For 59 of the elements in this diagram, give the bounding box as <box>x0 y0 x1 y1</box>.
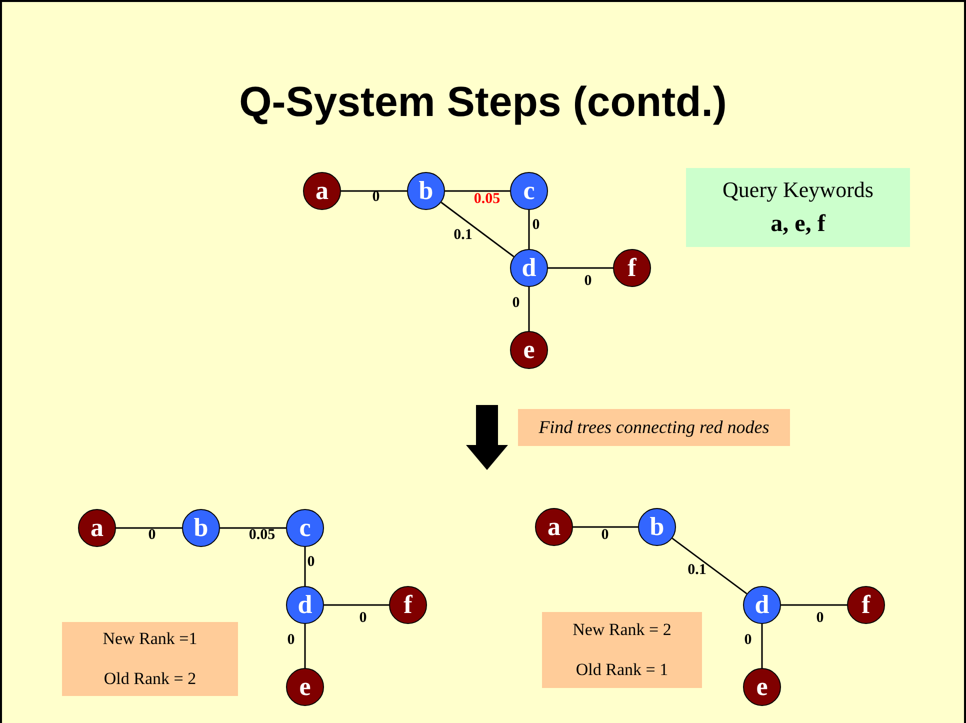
connector-line <box>672 538 748 594</box>
keyword-node: f <box>847 586 885 624</box>
edge-label: 0 <box>744 630 752 650</box>
keyword-box <box>686 168 910 247</box>
keyword-node: a <box>303 172 341 210</box>
edge-label: 0 <box>601 526 609 545</box>
rank-text: New Rank = 2 <box>572 619 672 641</box>
connector-line <box>220 527 286 529</box>
connector-line <box>761 624 763 668</box>
edge-label: 0.1 <box>454 226 472 245</box>
rank-text: New Rank =1 <box>102 628 198 650</box>
keyword-list: a, e, f <box>770 206 826 242</box>
keyword-node: f <box>389 586 427 624</box>
note-box <box>518 409 790 446</box>
edge-label: 0.05 <box>248 526 276 545</box>
graph-node: b <box>182 509 220 547</box>
rank-box <box>542 612 702 688</box>
keyword-node: e <box>743 668 781 706</box>
edge-label: 0 <box>359 608 367 628</box>
connector-line <box>528 287 530 331</box>
rank-box <box>62 622 238 696</box>
rank-text: Old Rank = 2 <box>104 668 196 690</box>
edge-label: 0.05 <box>474 190 500 209</box>
note-text: Find trees connecting red nodes <box>538 416 770 439</box>
keyword-node: e <box>510 331 548 369</box>
keyword-node: a <box>535 508 573 546</box>
connector-line <box>548 267 613 269</box>
connector-line <box>528 210 530 249</box>
graph-node: b <box>638 508 676 546</box>
connector-line <box>445 190 510 192</box>
graph-node: c <box>286 509 324 547</box>
edge-label: 0 <box>148 526 156 545</box>
rank-text: Old Rank = 1 <box>576 659 668 681</box>
edge-label: 0 <box>584 272 592 291</box>
slide-title: Q-System Steps (contd.) <box>238 77 728 127</box>
edge-label: 0 <box>532 216 540 235</box>
graph-node: b <box>407 172 445 210</box>
keyword-node: a <box>78 509 116 547</box>
edge-label: 0.1 <box>688 560 706 580</box>
graph-node: d <box>286 586 324 624</box>
graph-node: d <box>510 249 548 287</box>
edge-label: 0 <box>287 630 295 650</box>
connector-line <box>304 624 306 668</box>
keyword-node: f <box>613 249 651 287</box>
connector-line <box>440 202 514 258</box>
graph-node: d <box>743 586 781 624</box>
connector-line <box>116 527 182 529</box>
connector-line <box>781 604 847 606</box>
keyword-node: e <box>286 668 324 706</box>
connector-line <box>304 547 306 586</box>
edge-label: 0 <box>307 552 315 572</box>
connector-line <box>573 526 638 528</box>
graph-node: c <box>510 172 548 210</box>
edge-label: 0 <box>816 608 824 628</box>
connector-line <box>341 190 407 192</box>
edge-label: 0 <box>372 188 380 207</box>
edge-label: 0 <box>512 294 520 313</box>
connector-line <box>324 604 389 606</box>
keyword-heading: Query Keywords <box>722 176 874 204</box>
